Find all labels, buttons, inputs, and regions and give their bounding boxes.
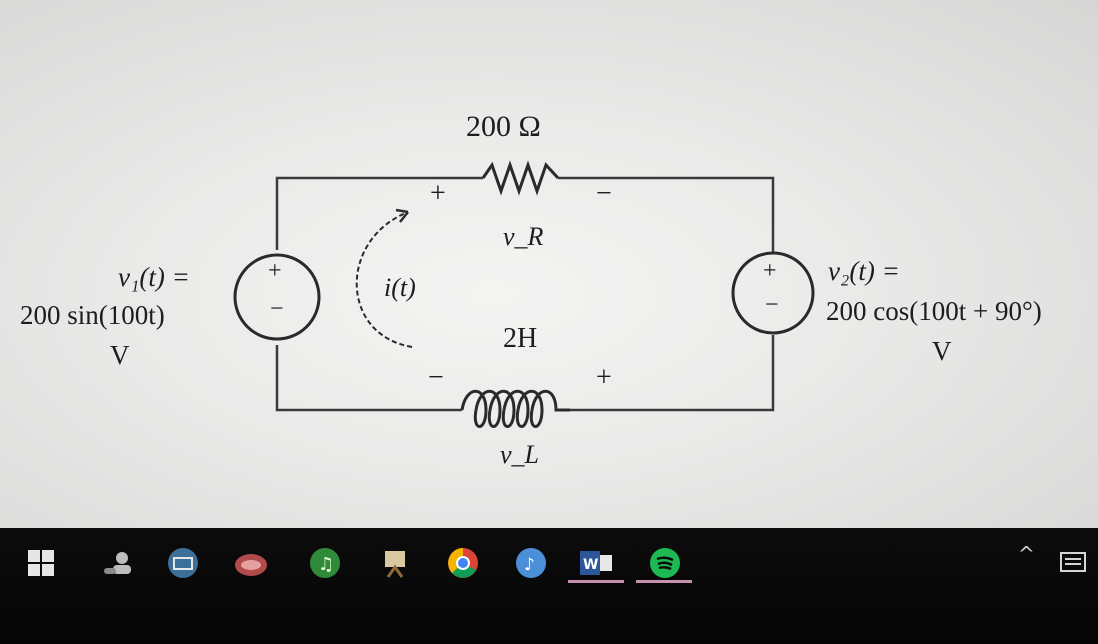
cloud-app-icon[interactable] <box>234 546 268 580</box>
people-icon[interactable] <box>100 546 134 580</box>
word-active-indicator <box>568 580 624 583</box>
source1-unit: V <box>110 340 130 370</box>
inductor-plus-sign: + <box>596 362 612 393</box>
source2-unit: V <box>932 336 952 366</box>
svg-text:W: W <box>583 557 598 573</box>
wire-top-right <box>558 176 775 252</box>
resistor-voltage-label: v_R <box>503 222 544 251</box>
inductor-minus-sign: − <box>428 362 444 393</box>
inductor-value: 2H <box>503 323 538 354</box>
source1-minus: − <box>270 296 284 322</box>
media-player-icon[interactable] <box>166 546 200 580</box>
svg-text:♫: ♫ <box>318 554 334 575</box>
spotify-active-indicator <box>636 580 692 583</box>
svg-text:♪: ♪ <box>524 555 535 575</box>
word-icon[interactable]: W <box>580 546 614 580</box>
source2-plus: + <box>763 258 777 284</box>
resistor-plus-sign: + <box>430 178 446 209</box>
music-app-icon[interactable]: ♫ <box>308 546 342 580</box>
source1-symbol <box>233 253 321 341</box>
current-loop-arrow <box>355 211 413 348</box>
source1-plus: + <box>268 258 282 284</box>
windows-taskbar: ♫ ♪ W ^ <box>0 528 1098 644</box>
wire-bottom-left <box>275 345 462 412</box>
tray-overflow-chevron-icon[interactable]: ^ <box>1018 542 1035 566</box>
current-arrowhead <box>395 208 409 223</box>
resistor-symbol <box>481 160 560 196</box>
source1-label: v₁(t) = <box>118 262 190 292</box>
source2-minus: − <box>765 292 779 318</box>
circuit-diagram <box>233 160 815 428</box>
notification-icon[interactable] <box>1056 546 1090 580</box>
windows-start-icon[interactable] <box>24 546 58 580</box>
itunes-icon[interactable]: ♪ <box>514 546 548 580</box>
spotify-icon[interactable] <box>648 546 682 580</box>
resistor-value: 200 Ω <box>466 110 541 143</box>
chrome-icon[interactable] <box>446 546 480 580</box>
source1-expression: 200 sin(100t) <box>20 300 165 330</box>
inductor-voltage-label: v_L <box>500 440 539 469</box>
current-label: i(t) <box>384 273 416 302</box>
resistor-minus-sign: − <box>596 178 612 209</box>
easel-app-icon[interactable] <box>378 546 412 580</box>
monitor-screen <box>0 0 1098 535</box>
source2-label: v₂(t) = <box>828 256 900 286</box>
source2-symbol <box>731 251 815 335</box>
inductor-symbol <box>460 389 570 428</box>
wire-bottom-right <box>570 335 775 412</box>
wire-top-left <box>275 176 483 250</box>
source2-expression: 200 cos(100t + 90°) <box>826 296 1042 326</box>
circuit-wires <box>275 176 775 412</box>
